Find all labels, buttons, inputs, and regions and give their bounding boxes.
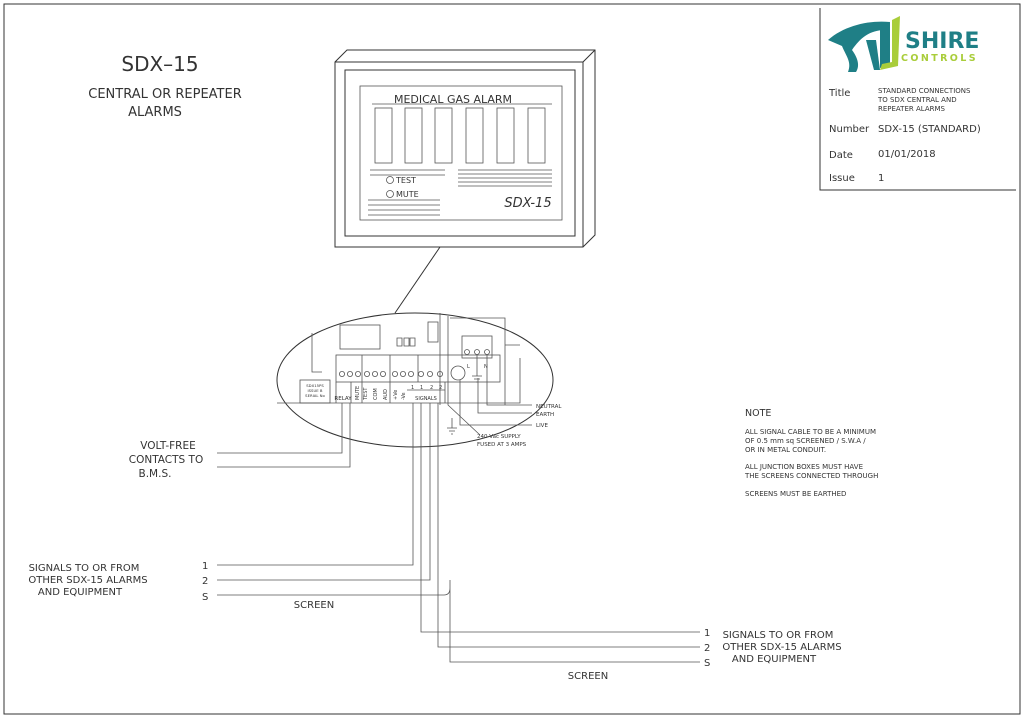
title-value: REPEATER ALARMS [878, 105, 946, 113]
terminal-label: TEST [363, 387, 369, 401]
note-line: OF 0.5 mm sq SCREENED / S.W.A / [745, 437, 866, 445]
drawing-heading: SDX–15 [121, 52, 198, 76]
date-value: 01/01/2018 [878, 149, 936, 160]
logo-text: CONTROLS [901, 53, 978, 64]
screen-label: SCREEN [568, 671, 608, 682]
wire-number: 1 [704, 628, 710, 639]
wire-number: 2 [704, 643, 710, 654]
wire-number: S [704, 658, 710, 669]
signal-number: 1 [420, 385, 423, 391]
test-indicator-icon [386, 176, 394, 184]
earth-symbol-icon [447, 418, 457, 435]
relay-wires [217, 403, 351, 468]
wire-number: 2 [202, 576, 208, 587]
date-label: Date [829, 150, 853, 161]
signal-wires [217, 403, 700, 663]
relay-label: RELAY [334, 396, 352, 402]
neutral-label: NEUTRAL [536, 404, 562, 410]
board-detail: SDX15PS ISSUE B SERIAL No RELAY MUTE TES… [276, 312, 562, 448]
panel-title: MEDICAL GAS ALARM [394, 93, 512, 106]
supply-label: 240 Vac SUPPLY [477, 434, 521, 440]
signal-number: 1 [411, 385, 414, 391]
mute-indicator-icon [386, 190, 394, 198]
pcb-label: SERIAL No [305, 393, 325, 398]
signals-label: SIGNALS [415, 396, 437, 402]
issue-value: 1 [878, 173, 884, 184]
signal-number: 2 [430, 385, 433, 391]
supply-terminal: N [484, 364, 488, 370]
live-label: LIVE [536, 423, 548, 429]
terminal-label: +Ve [393, 390, 399, 400]
terminal-label: AUD [383, 389, 389, 400]
signals-right-label: OTHER SDX-15 ALARMS [722, 642, 841, 653]
note-line: SCREENS MUST BE EARTHED [745, 490, 846, 498]
supply-label: FUSED AT 3 AMPS [477, 442, 527, 448]
signals-left-label: SIGNALS TO OR FROM [29, 563, 140, 574]
cable-gland-icon [450, 365, 466, 381]
number-label: Number [829, 124, 870, 135]
wire-number: S [202, 592, 208, 603]
wire-number: 1 [202, 561, 208, 572]
panel-model: SDX-15 [504, 196, 551, 211]
earth-symbol-icon [472, 355, 482, 383]
drawing-border [3, 3, 1021, 715]
note-line: ALL SIGNAL CABLE TO BE A MINIMUM [745, 428, 876, 436]
signals-right-label: AND EQUIPMENT [732, 654, 817, 665]
mute-label: MUTE [396, 190, 419, 199]
test-label: TEST [395, 176, 416, 185]
drawing-subheading: CENTRAL OR REPEATER [88, 87, 242, 102]
note-heading: NOTE [745, 408, 771, 419]
supply-terminal: L [467, 364, 470, 370]
signal-number: 2 [439, 385, 442, 391]
signals-left-label: AND EQUIPMENT [38, 587, 123, 598]
volt-free-label: VOLT-FREE [140, 440, 196, 452]
title-value: STANDARD CONNECTIONS [878, 87, 971, 95]
note-line: THE SCREENS CONNECTED THROUGH [744, 472, 878, 480]
terminal-label: MUTE [355, 386, 361, 400]
title-value: TO SDX CENTRAL AND [877, 96, 957, 104]
terminal-label: COM [373, 388, 379, 400]
signals-right-label: SIGNALS TO OR FROM [723, 630, 834, 641]
logo-text: SHIRE [905, 29, 979, 54]
pcb-label: SDX15PS [306, 383, 324, 388]
title-label: Title [828, 88, 850, 99]
note: NOTE ALL SIGNAL CABLE TO BE A MINIMUM OF… [744, 408, 878, 498]
pcb-label: ISSUE B [308, 388, 323, 393]
note-line: ALL JUNCTION BOXES MUST HAVE [745, 463, 863, 471]
volt-free-label: CONTACTS TO [129, 454, 203, 466]
issue-label: Issue [829, 173, 855, 184]
title-block: SHIRE CONTROLS Title STANDARD CONNECTION… [819, 8, 1016, 191]
note-line: OR IN METAL CONDUIT. [745, 446, 826, 454]
signals-left-label: OTHER SDX-15 ALARMS [28, 575, 147, 586]
number-value: SDX-15 (STANDARD) [878, 124, 981, 135]
shire-logo: SHIRE CONTROLS [828, 16, 979, 72]
earth-label: EARTH [536, 412, 554, 418]
alarm-panel: MEDICAL GAS ALARM TEST MUTE SDX-15 [334, 49, 596, 248]
screen-label: SCREEN [294, 600, 334, 611]
volt-free-label: B.M.S. [139, 468, 172, 480]
terminal-label: -Ve [401, 392, 407, 400]
drawing-subheading: ALARMS [128, 105, 182, 120]
